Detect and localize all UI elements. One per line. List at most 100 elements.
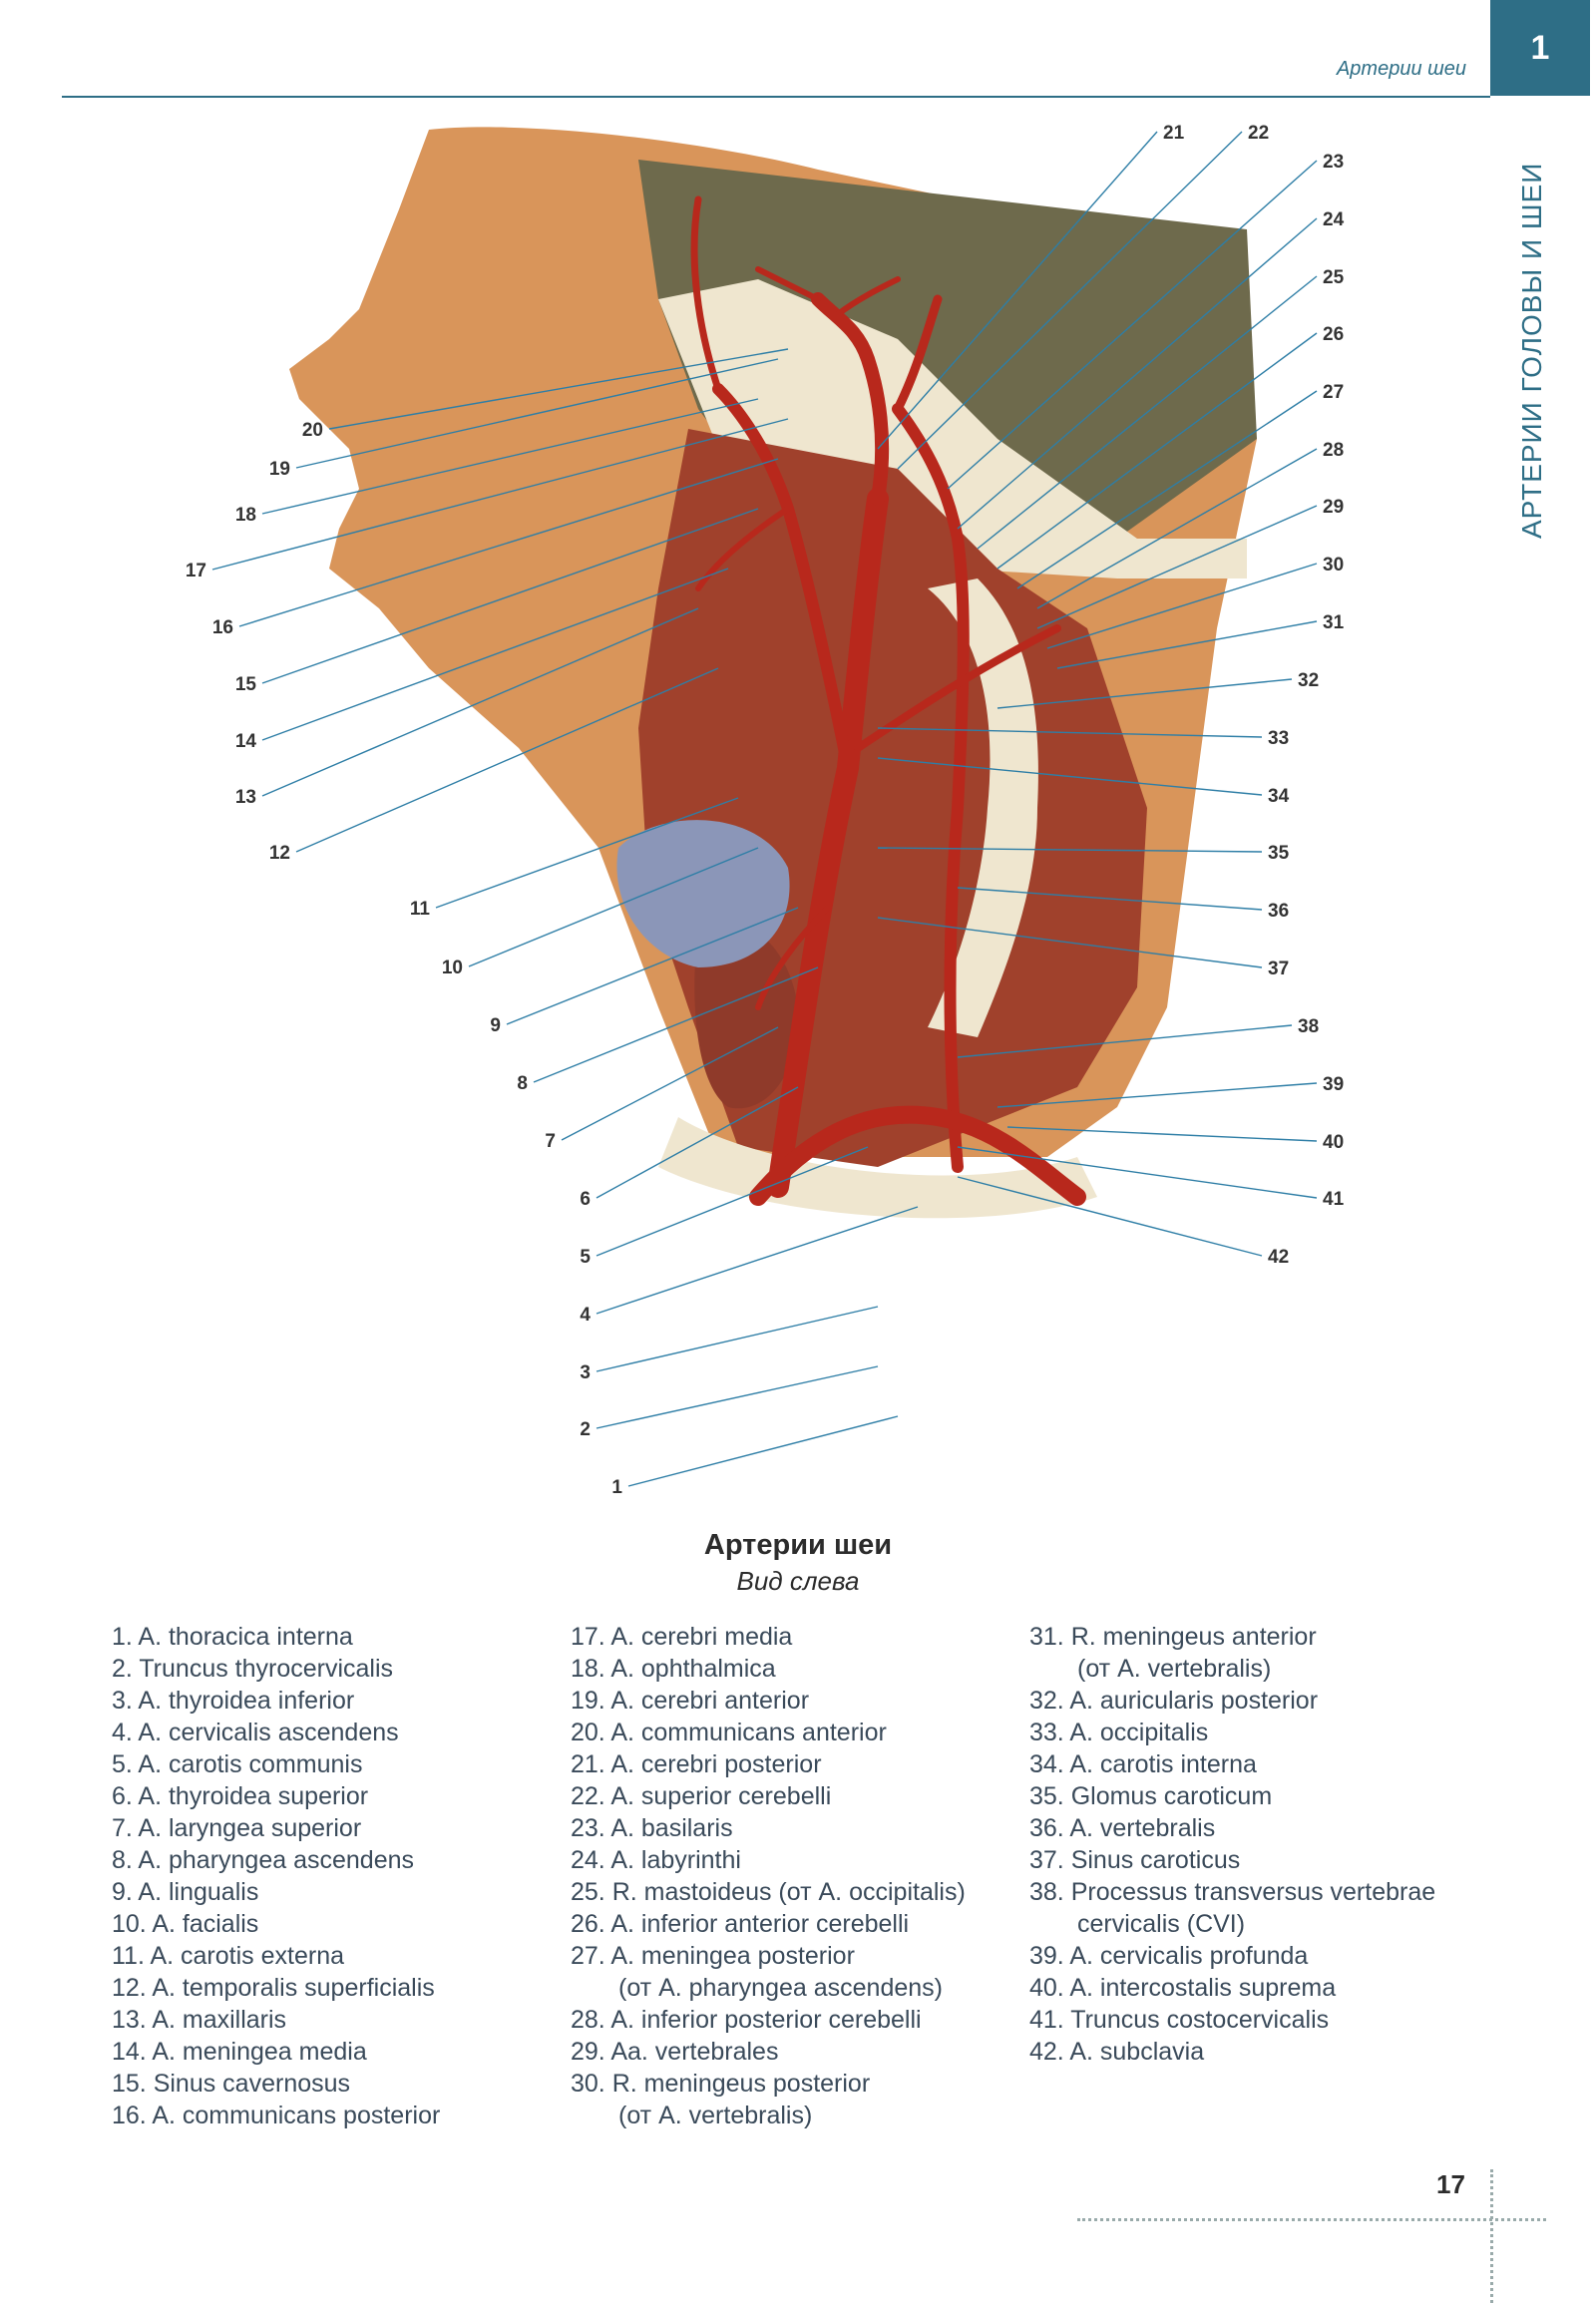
legend-column-3: 31. R. meningeus anterior (от A. vertebr… — [1029, 1621, 1435, 2068]
callout-number: 24 — [1323, 209, 1345, 230]
occipital-artery — [854, 624, 1061, 752]
callout-number: 38 — [1298, 1016, 1319, 1037]
callout-number: 25 — [1323, 267, 1345, 288]
basilar-artery — [893, 294, 943, 414]
callout-leader-line — [957, 1024, 1293, 1058]
callout-leader-line — [596, 1206, 919, 1315]
callout-leader-line — [957, 217, 1318, 530]
cervical-spine — [928, 578, 1038, 1037]
superficial-temporal-artery — [690, 195, 722, 393]
legend-item: 26. A. inferior anterior cerebelli — [571, 1910, 910, 1938]
legend-item: 19. A. cerebri anterior — [571, 1687, 810, 1715]
callout-leader-line — [957, 887, 1263, 911]
legend-item: 38. Processus transversus vertebrae — [1029, 1878, 1436, 1906]
legend-item: 27. A. meningea posterior — [571, 1942, 855, 1970]
callout-leader-line — [596, 1146, 869, 1257]
callout-leader-line — [997, 678, 1293, 709]
callout-number: 16 — [212, 617, 233, 638]
legend-item: 3. A. thyroidea inferior — [112, 1687, 355, 1715]
callout-leader-line — [295, 358, 779, 469]
legend-item: 10. A. facialis — [112, 1910, 259, 1938]
callout-number: 19 — [269, 459, 290, 480]
callout-leader-line — [977, 275, 1318, 550]
callout-number: 27 — [1323, 382, 1344, 403]
callout-number: 10 — [442, 958, 463, 978]
salivary-gland — [616, 820, 790, 967]
legend-item-continuation-text: cervicalis (CVI) — [1077, 1910, 1246, 1938]
callout-number: 29 — [1323, 497, 1344, 518]
legend-item: 24. A. labyrinthi — [571, 1846, 741, 1874]
callout-number: 28 — [1323, 440, 1344, 461]
legend-item: 23. A. basilaris — [571, 1814, 733, 1842]
callout-number: 18 — [235, 505, 256, 526]
legend-item: 8. A. pharyngea ascendens — [112, 1846, 415, 1874]
callout-number: 2 — [580, 1419, 591, 1440]
page-number: 17 — [1436, 2169, 1465, 2199]
legend-item: 36. A. vertebralis — [1029, 1814, 1216, 1842]
callout-number: 30 — [1323, 555, 1344, 576]
legend-item: 6. A. thyroidea superior — [112, 1782, 369, 1810]
legend-item: 14. A. meningea media — [112, 2038, 367, 2066]
callout-leader-line — [877, 757, 1263, 796]
legend-item: 42. A. subclavia — [1029, 2038, 1205, 2066]
legend-item: 4. A. cervicalis ascendens — [112, 1719, 399, 1746]
legend-item: 37. Sinus caroticus — [1029, 1846, 1241, 1874]
header-rule — [62, 96, 1490, 98]
legend-item: 35. Glomus caroticum — [1029, 1782, 1273, 1810]
legend-item: 40. A. intercostalis suprema — [1029, 1974, 1337, 2002]
callout-number: 41 — [1323, 1189, 1345, 1210]
callout-number: 22 — [1248, 123, 1269, 144]
callout-number: 26 — [1323, 324, 1344, 345]
external-carotid-artery — [712, 383, 854, 774]
legend-item: 39. A. cervicalis profunda — [1029, 1942, 1309, 1970]
legend-item: 21. A. cerebri posterior — [571, 1750, 822, 1778]
callout-leader-line — [596, 1306, 879, 1372]
callout-number: 39 — [1323, 1074, 1344, 1095]
artery-network — [690, 195, 1086, 1206]
callout-number: 3 — [580, 1362, 591, 1383]
legend-item-continuation: (от A. pharyngea ascendens) — [571, 1972, 966, 2004]
legend-column-1: 1. A. thoracica interna 2. Truncus thyro… — [112, 1621, 440, 2131]
legend-item: 22. A. superior cerebelli — [571, 1782, 832, 1810]
callout-number: 14 — [235, 731, 257, 752]
callout-number: 36 — [1268, 901, 1289, 922]
legend-item-continuation-text: (от A. vertebralis) — [618, 2102, 813, 2129]
legend-item: 28. A. inferior posterior cerebelli — [571, 2006, 922, 2034]
legend-item-continuation-text: (от A. vertebralis) — [1077, 1655, 1272, 1683]
legend-column-2: 17. A. cerebri media 18. A. ophthalmica … — [571, 1621, 966, 2131]
callout-leader-line — [1036, 505, 1318, 629]
vertebral-artery — [892, 403, 970, 1173]
figure-title: Артерии шеи — [703, 1529, 893, 1561]
thyroid-gland — [694, 921, 799, 1109]
callout-leader-line — [877, 727, 1263, 738]
callout-leader-line — [468, 847, 759, 967]
legend-item: 11. A. carotis externa — [112, 1942, 344, 1970]
callout-leader-line — [211, 418, 789, 571]
legend-item: 18. A. ophthalmica — [571, 1655, 776, 1683]
callout-number: 34 — [1268, 786, 1290, 807]
callout-number: 9 — [490, 1015, 501, 1036]
legend-item-continuation: (от A. vertebralis) — [1029, 1653, 1435, 1685]
callout-leader-line — [261, 568, 729, 741]
footer-dotted-rule — [1077, 2218, 1546, 2221]
callout-leader-line — [238, 458, 779, 627]
callout-leader-line — [261, 398, 759, 515]
callout-leader-line — [1006, 1126, 1318, 1142]
facial-artery — [695, 506, 791, 591]
subclavian-artery — [749, 1105, 1086, 1206]
callout-number: 7 — [545, 1131, 556, 1152]
callout-leader-line — [261, 607, 699, 797]
legend-item: 15. Sinus cavernosus — [112, 2070, 351, 2098]
legend-item: 30. R. meningeus posterior — [571, 2070, 871, 2098]
callout-leader-line — [627, 1415, 899, 1487]
callout-number: 13 — [235, 787, 256, 808]
callout-number: 4 — [580, 1305, 591, 1326]
legend-item-continuation: cervicalis (CVI) — [1029, 1908, 1435, 1940]
callout-number: 5 — [580, 1247, 591, 1268]
callout-leader-line — [997, 1082, 1318, 1108]
legend-item-continuation-text: (от A. pharyngea ascendens) — [618, 1974, 943, 2002]
callout-number: 12 — [269, 843, 290, 864]
legend-item: 25. R. mastoideus (от A. occipitalis) — [571, 1878, 966, 1906]
